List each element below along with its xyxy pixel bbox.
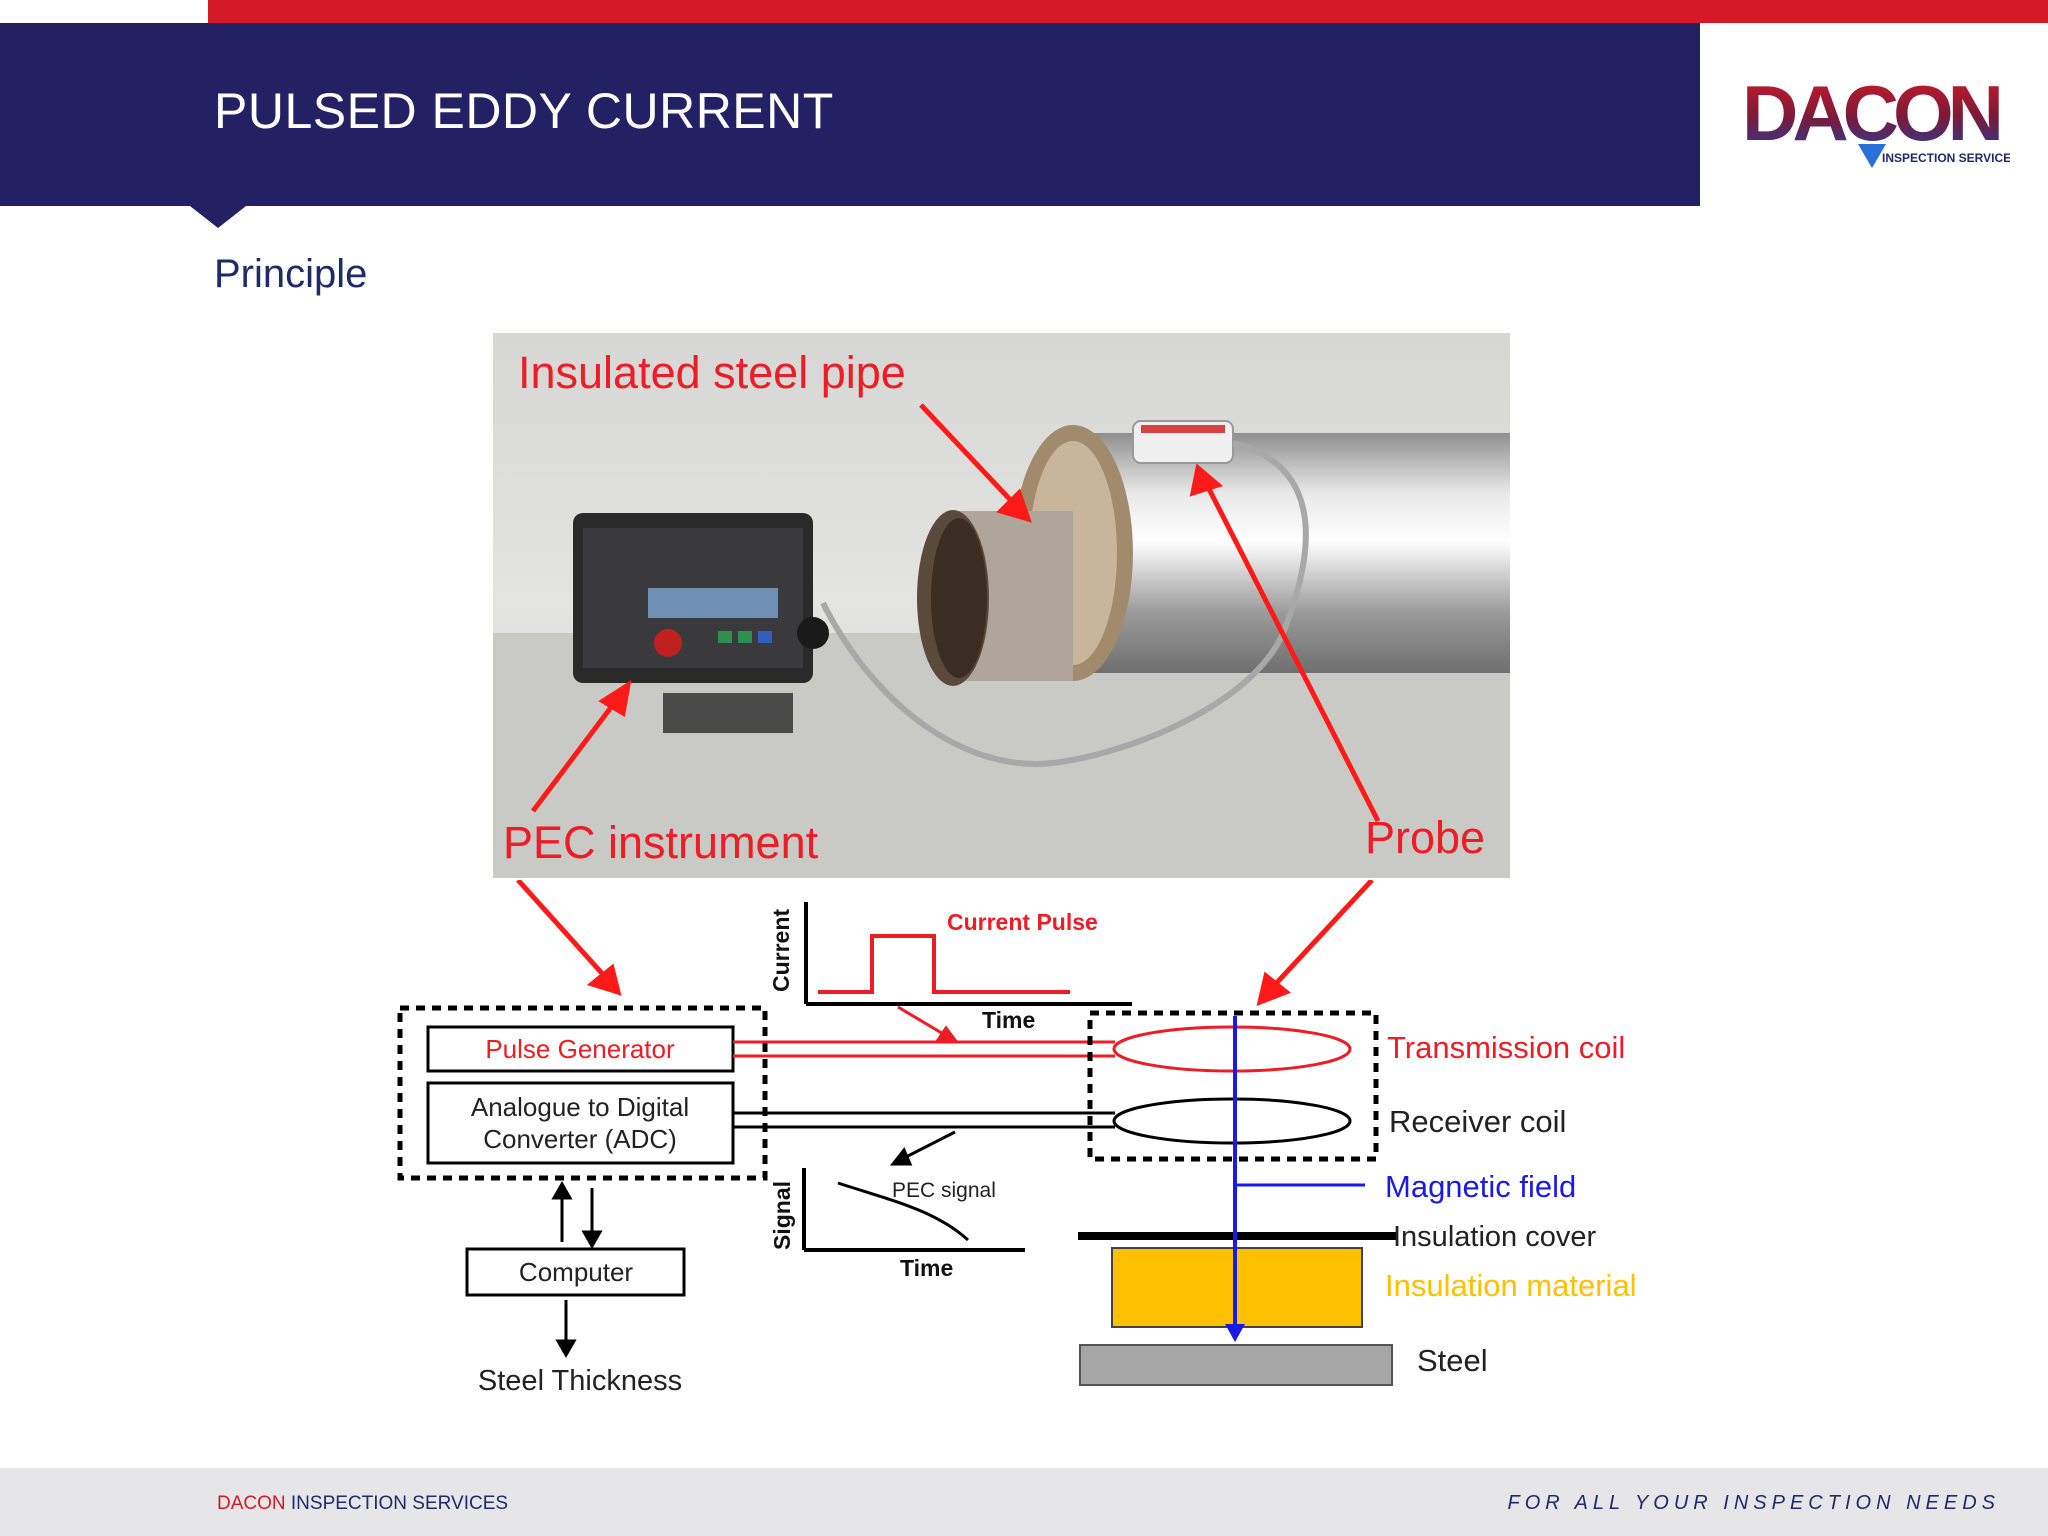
section-subtitle: Principle (214, 252, 368, 296)
time-label-1: Time (982, 1007, 1035, 1033)
current-pulse-label: Current Pulse (947, 909, 1098, 935)
computer-label: Computer (519, 1257, 633, 1287)
top-red-bar (208, 0, 2048, 23)
arrow-instrument-head (598, 679, 632, 718)
label-pec-instrument: PEC instrument (503, 817, 819, 868)
arrow-pipe (919, 403, 1020, 510)
instrument-box (397, 1005, 768, 1181)
magnetic-field-label: Magnetic field (1385, 1169, 1576, 1204)
current-axis-label: Current (768, 909, 794, 992)
receiver-coil (1112, 1097, 1352, 1145)
arrow-instrument (531, 696, 620, 813)
transmission-coil-label: Transmission coil (1387, 1030, 1625, 1065)
adc-label-line1: Analogue to Digital (471, 1092, 689, 1122)
computer-box (465, 1247, 686, 1297)
time-label-2: Time (900, 1255, 953, 1281)
footer-tagline: FOR ALL YOUR INSPECTION NEEDS (1507, 1492, 2000, 1514)
adc-box (426, 1081, 735, 1165)
dacon-logo: DACON INSPECTION SERVICES (1742, 70, 2010, 168)
pulse-generator-label: Pulse Generator (485, 1034, 675, 1064)
insulation-material-label: Insulation material (1385, 1268, 1637, 1303)
footer-company-blue: INSPECTION SERVICES (290, 1493, 509, 1514)
receiver-coil-label: Receiver coil (1389, 1104, 1566, 1139)
transmission-coil (1112, 1025, 1352, 1073)
adc-label-line2: Converter (ADC) (483, 1124, 677, 1154)
arrow-instrument-to-box (516, 880, 610, 982)
footer-company: DACON INSPECTION SERVICES (217, 1493, 508, 1515)
arrow-probe-head (1189, 463, 1224, 497)
pec-signal-curve (837, 1181, 970, 1242)
label-insulated-steel-pipe: Insulated steel pipe (518, 347, 906, 398)
page-title: PULSED EDDY CURRENT (214, 83, 834, 139)
pec-signal-label: PEC signal (892, 1179, 996, 1202)
logo-subtext: INSPECTION SERVICES (1882, 151, 2010, 165)
footer-company-red: DACON (217, 1493, 286, 1514)
arrow-probe-to-coils (1268, 880, 1374, 992)
coil-box (1087, 1010, 1379, 1162)
label-probe: Probe (1365, 812, 1485, 863)
insulated-pipe (1083, 433, 1510, 673)
logo-wordmark: DACON (1742, 70, 2000, 157)
pulse-generator-box (426, 1025, 735, 1073)
steel-thickness-label: Steel Thickness (478, 1365, 682, 1397)
pec-setup-photo: Insulated steel pipe PEC instrument Prob… (493, 333, 1510, 878)
header-banner (0, 23, 1700, 206)
arrow-pipe-head (996, 488, 1032, 523)
steel-label: Steel (1417, 1343, 1488, 1378)
signal-axis-label: Signal (769, 1181, 795, 1250)
pec-block-diagram: Pulse Generator Analogue to Digital Conv… (397, 880, 1637, 1397)
arrow-probe (1203, 481, 1381, 823)
insulation-cover-label: Insulation cover (1393, 1221, 1596, 1253)
header-notch (190, 206, 246, 228)
current-pulse-curve (818, 934, 1070, 994)
footer-bar (0, 1468, 2048, 1536)
logo-arrow-icon (1858, 144, 1886, 168)
steel-layer (1079, 1344, 1393, 1386)
